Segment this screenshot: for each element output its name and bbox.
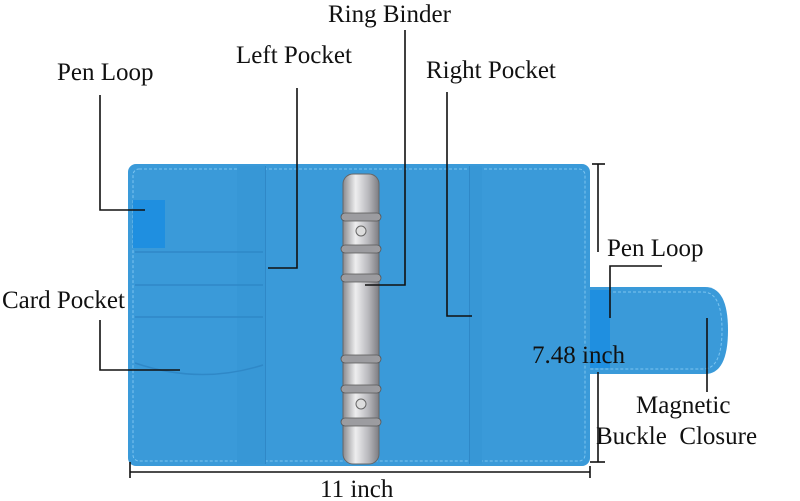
label-buckle-closure: Buckle Closure — [596, 423, 757, 450]
label-pen-loop-left: Pen Loop — [57, 59, 154, 86]
right-pocket — [470, 166, 482, 464]
label-left-pocket: Left Pocket — [236, 42, 352, 69]
pen-loop-left-strip — [133, 200, 165, 248]
label-right-pocket: Right Pocket — [426, 57, 556, 84]
label-ring-binder: Ring Binder — [328, 1, 452, 28]
label-card-pocket: Card Pocket — [2, 287, 125, 314]
pen-loop-right-strip — [590, 290, 610, 368]
ring-mechanism — [340, 173, 382, 465]
left-pocket — [237, 166, 265, 464]
label-height: 7.48 inch — [532, 342, 626, 369]
label-magnetic: Magnetic — [636, 392, 730, 419]
magnetic-strap — [585, 287, 728, 374]
card-pocket-curve — [134, 362, 264, 376]
leader-lines — [99, 30, 708, 478]
label-pen-loop-right: Pen Loop — [607, 235, 704, 262]
label-width: 11 inch — [320, 476, 394, 501]
